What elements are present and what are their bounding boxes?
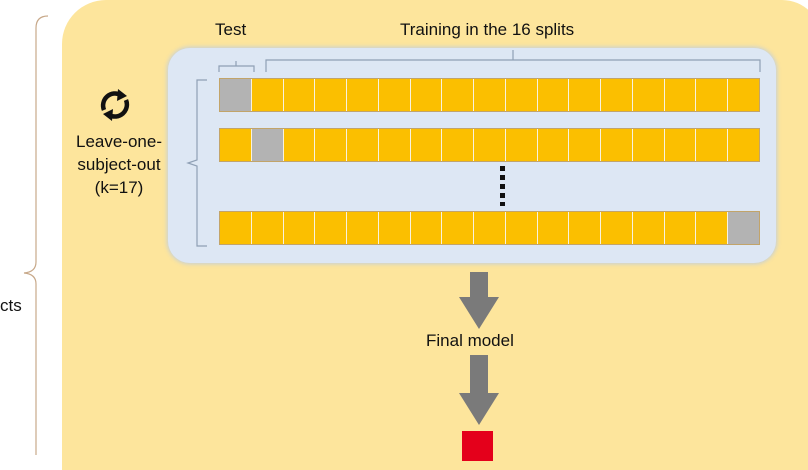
outer-left-brace (23, 15, 49, 455)
training-subject-cell (632, 79, 665, 111)
training-brace (265, 50, 761, 72)
training-subject-cell (632, 129, 665, 161)
training-subject-cell (664, 79, 697, 111)
training-subject-cell (283, 79, 316, 111)
test-brace (218, 61, 255, 72)
training-subject-cell (569, 212, 602, 244)
training-subject-cell (474, 212, 506, 244)
loso-line-3: (k=17) (94, 178, 144, 197)
training-subject-cell (601, 212, 633, 244)
training-subject-cell (601, 79, 633, 111)
test-subject-cell (728, 212, 760, 244)
training-subject-cell (315, 129, 348, 161)
training-subject-cell (601, 129, 633, 161)
training-subject-cell (569, 79, 602, 111)
left-cut-label: cts (0, 296, 22, 315)
training-subject-cell (251, 79, 284, 111)
training-subject-cell (505, 129, 538, 161)
training-subject-cell (442, 129, 475, 161)
folds-bracket (186, 79, 207, 247)
fold-row (219, 211, 760, 245)
training-subject-cell (378, 212, 411, 244)
test-label: Test (215, 20, 247, 39)
training-subject-cell (283, 212, 316, 244)
training-subject-cell (537, 212, 570, 244)
loso-line-1: Leave-one- (75, 132, 162, 151)
training-subject-cell (537, 129, 570, 161)
training-subject-cell (696, 79, 729, 111)
training-subject-cell (442, 79, 475, 111)
training-subject-cell (251, 212, 284, 244)
training-subject-cell (347, 212, 379, 244)
training-subject-cell (347, 79, 379, 111)
training-subject-cell (315, 212, 348, 244)
down-arrow-icon (459, 272, 499, 329)
ellipsis-dots (500, 166, 505, 206)
fold-row (219, 128, 760, 162)
training-subject-cell (378, 79, 411, 111)
loso-line-2: subject-out (77, 155, 161, 174)
training-subject-cell (664, 212, 697, 244)
test-subject-cell (251, 129, 284, 161)
training-subject-cell (410, 79, 443, 111)
training-subject-cell (505, 212, 538, 244)
training-subject-cell (728, 79, 760, 111)
loso-label: Leave-one- subject-out (k=17) (66, 130, 172, 199)
training-subject-cell (474, 79, 506, 111)
training-subject-cell (696, 212, 729, 244)
training-subject-cell (696, 129, 729, 161)
training-subject-cell (474, 129, 506, 161)
training-subject-cell (378, 129, 411, 161)
training-subject-cell (728, 129, 760, 161)
training-subject-cell (632, 212, 665, 244)
training-subject-cell (410, 212, 443, 244)
diagram-lines (23, 15, 761, 455)
training-subject-cell (220, 212, 252, 244)
final-output-square (462, 431, 493, 461)
training-subject-cell (537, 79, 570, 111)
training-subject-cell (347, 129, 379, 161)
training-subject-cell (569, 129, 602, 161)
down-arrow-icon (459, 355, 499, 425)
training-subject-cell (220, 129, 252, 161)
training-subject-cell (410, 129, 443, 161)
fold-row (219, 78, 760, 112)
training-subject-cell (664, 129, 697, 161)
training-subject-cell (283, 129, 316, 161)
training-subject-cell (505, 79, 538, 111)
training-label: Training in the 16 splits (400, 20, 575, 39)
training-subject-cell (442, 212, 475, 244)
refresh-cycle-icon (100, 89, 130, 121)
test-subject-cell (220, 79, 252, 111)
final-model-label: Final model (426, 331, 514, 350)
training-subject-cell (315, 79, 348, 111)
